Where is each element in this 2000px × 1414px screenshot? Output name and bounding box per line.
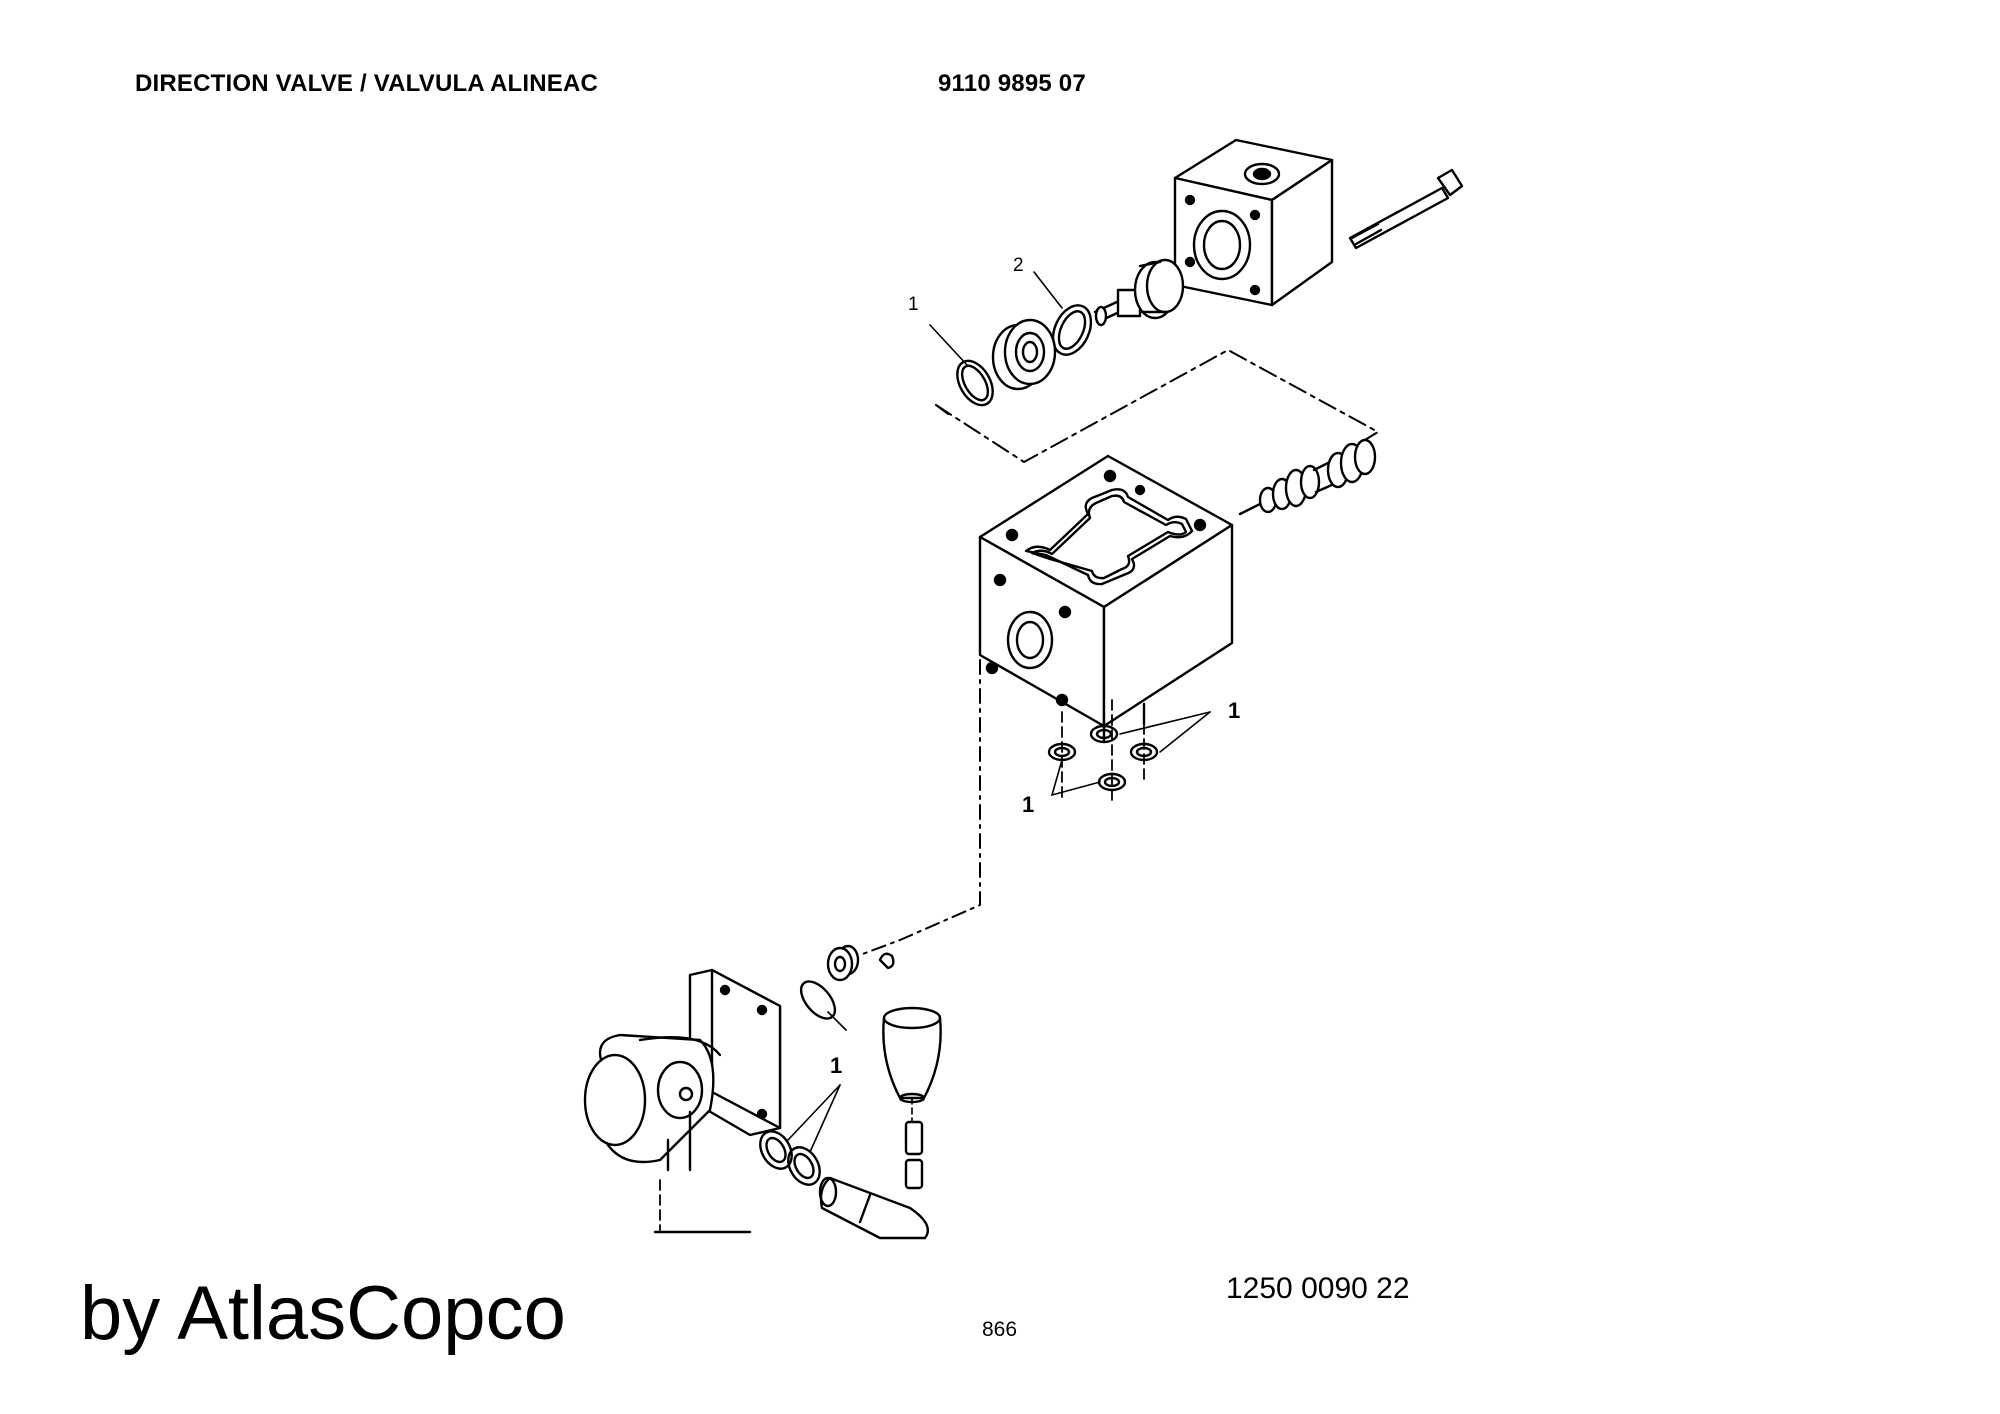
brand-footer: by AtlasCopco xyxy=(80,1271,566,1356)
connection-line xyxy=(859,659,981,956)
bolt xyxy=(1348,168,1464,250)
port-o-rings xyxy=(1047,699,1211,801)
page-number: 866 xyxy=(982,1318,1018,1341)
lever-housing xyxy=(583,968,782,1234)
lever-knob xyxy=(818,1006,942,1240)
valve-body xyxy=(978,454,1234,742)
callout-1-lever: 1 xyxy=(830,1053,842,1078)
callout-1-lower: 1 xyxy=(1022,792,1034,817)
lever-o-rings xyxy=(759,1084,841,1186)
pin-and-sleeve xyxy=(799,944,895,1031)
o-ring-1-top xyxy=(929,324,994,407)
callout-1-top: 1 xyxy=(908,294,919,315)
threaded-bushing xyxy=(991,318,1057,391)
o-ring-2 xyxy=(1033,271,1093,356)
end-cap-block xyxy=(1173,138,1334,307)
alignment-outline xyxy=(935,349,1379,463)
drawing-number: 1250 0090 22 xyxy=(1226,1272,1410,1305)
threaded-plug xyxy=(1093,258,1185,327)
callout-2-top: 2 xyxy=(1013,255,1024,276)
part-number: 9110 9895 07 xyxy=(938,70,1086,97)
spool xyxy=(1238,438,1377,516)
callout-1-right: 1 xyxy=(1228,698,1240,723)
document-title: DIRECTION VALVE / VALVULA ALINEAC xyxy=(135,70,599,97)
